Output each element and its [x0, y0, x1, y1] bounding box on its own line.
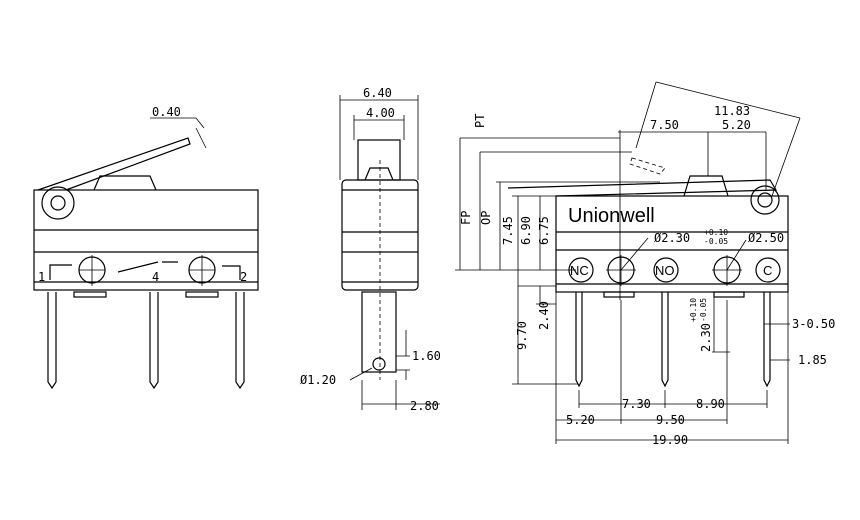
dim-height-2-40: 2.40: [537, 301, 551, 330]
dim-width-total: 6.40: [363, 86, 392, 100]
dim-mount-hole-tol-plus: +0.10: [704, 228, 728, 237]
terminal-pin: [763, 292, 771, 388]
middle-view: 6.40 4.00 1.60 Ø1.20 2.80: [300, 86, 441, 413]
terminal-no: [653, 257, 679, 283]
terminal-pin: [661, 292, 669, 388]
switch-body: [33, 189, 259, 291]
dim-spacing-5-20: 5.20: [566, 413, 595, 427]
label-pt: PT: [473, 114, 487, 128]
terminal-no-label: NO: [655, 263, 675, 278]
plunger: [93, 175, 157, 191]
plunger-side: [357, 139, 401, 181]
dim-roller-hole: Ø2.50: [748, 231, 784, 245]
dim-height-tol-plus: +0.10: [689, 298, 698, 322]
terminal-c-label: C: [763, 263, 772, 278]
dim-mount-hole: Ø2.30: [654, 231, 690, 245]
dim-mount-hole-tol-minus: -0.05: [704, 237, 728, 246]
dim-height-tol-minus: -0.05: [699, 298, 708, 322]
terminal-pin: [47, 292, 57, 390]
roller-front: [750, 185, 780, 215]
lever-arm-front: [507, 179, 778, 197]
dim-spacing-7-30: 7.30: [622, 397, 651, 411]
roller-hole: [50, 195, 66, 211]
pin-label-2: 2: [240, 270, 247, 284]
label-op: OP: [479, 211, 493, 225]
terminal-c: [755, 257, 781, 283]
dim-spacing-8-90: 8.90: [696, 397, 725, 411]
dim-pin-hole: Ø1.20: [300, 373, 336, 387]
dim-lever-thickness: 0.40: [152, 105, 181, 119]
dim-spacing-9-50: 9.50: [656, 413, 685, 427]
pin-hole: [372, 357, 386, 371]
pin-label-1: 1: [38, 270, 45, 284]
body-front: [555, 195, 789, 293]
dim-height-2-30: 2.30: [699, 323, 713, 352]
left-view: 1 4 2 0.40: [33, 105, 259, 390]
brand-label: Unionwell: [568, 205, 655, 227]
dim-overall-lever: 11.83: [714, 104, 750, 118]
dim-width-plunger: 4.00: [366, 106, 395, 120]
dim-height-7-45: 7.45: [501, 216, 515, 245]
pin-label-4: 4: [152, 270, 159, 284]
roller: [41, 186, 75, 220]
terminal-pin: [235, 292, 245, 390]
terminal-pin: [149, 292, 159, 390]
label-fp: FP: [459, 211, 473, 225]
dim-height-6-75: 6.75: [537, 216, 551, 245]
terminal-pin: [575, 292, 583, 388]
dim-pin-width: 2.80: [410, 399, 439, 413]
dim-length-19-90: 19.90: [652, 433, 688, 447]
right-view: Unionwell NC NO C Ø2.30 +0.10 -0.05 Ø2.5…: [455, 81, 835, 447]
dim-lever-7-50: 7.50: [650, 118, 679, 132]
dim-pin-slot: 1.60: [412, 349, 441, 363]
dim-pin-1-85: 1.85: [798, 353, 827, 367]
terminal-nc-label: NC: [570, 263, 589, 278]
pin-side: [361, 291, 397, 373]
contact-spring: [49, 261, 241, 280]
lever-arm: [37, 137, 191, 191]
dim-lever-5-20: 5.20: [722, 118, 751, 132]
plunger-front: [683, 175, 729, 197]
dim-height-6-90: 6.90: [519, 216, 533, 245]
dim-height-9-70: 9.70: [515, 321, 529, 350]
dim-pin-3-0-50: 3-0.50: [792, 317, 835, 331]
